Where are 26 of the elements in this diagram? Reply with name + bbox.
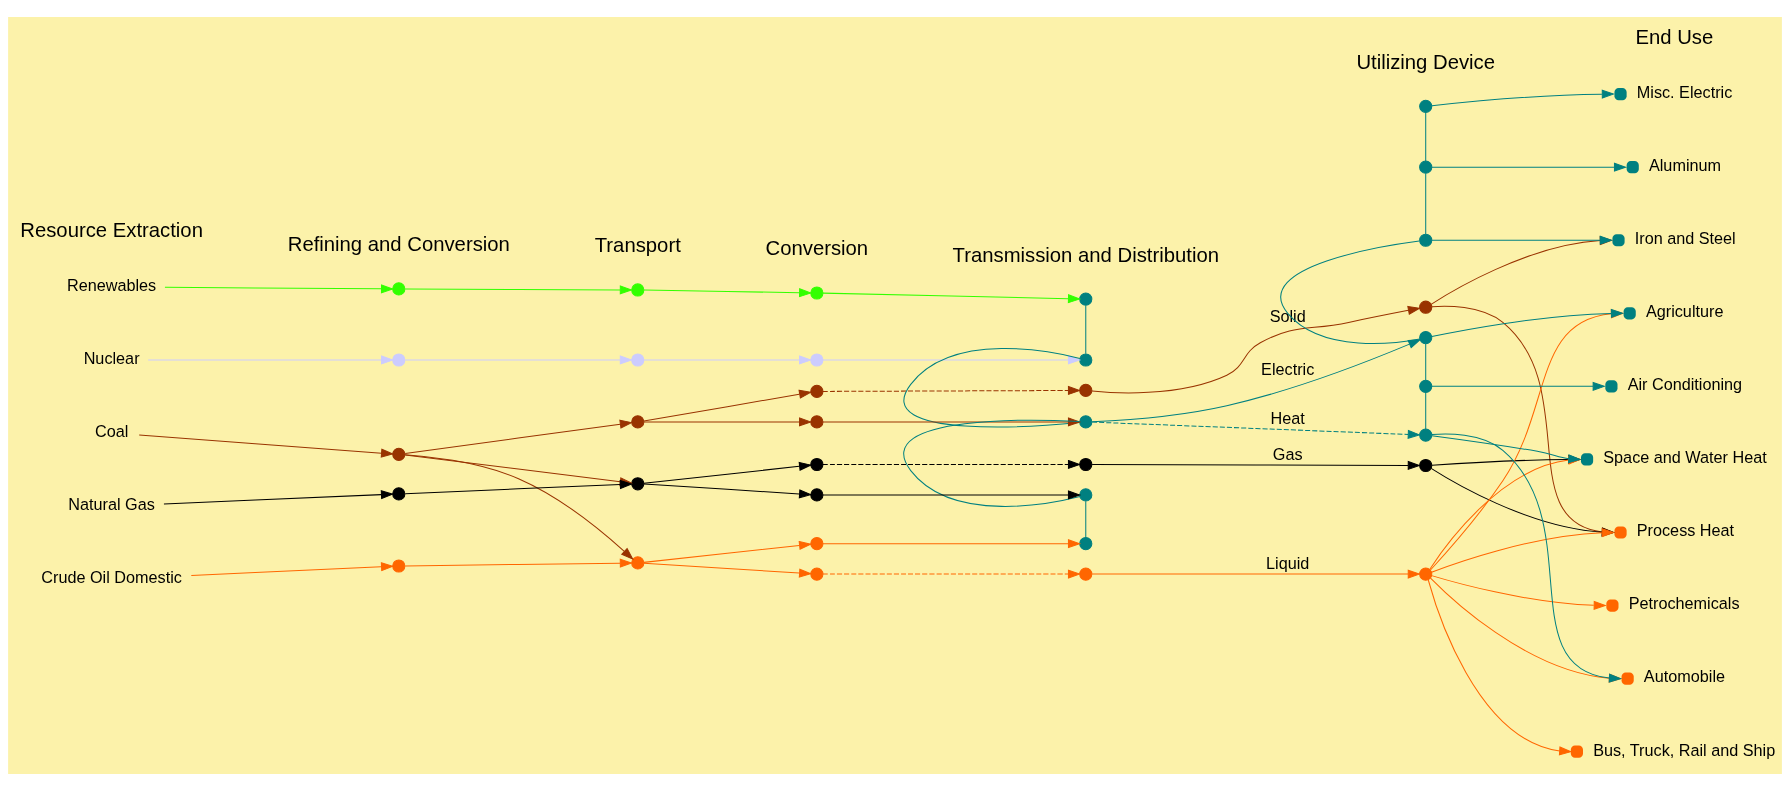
node-label: Automobile: [1643, 667, 1726, 686]
node-label: Air Conditioning: [1627, 375, 1743, 394]
node-label: Process Heat: [1636, 521, 1735, 540]
node-label: Iron and Steel: [1634, 229, 1736, 248]
node-label: Aluminum: [1648, 156, 1722, 175]
node-text: Nuclear: [83, 348, 140, 367]
node-label: Agriculture: [1645, 302, 1724, 321]
label: Utilizing Device: [1356, 50, 1496, 73]
label: End Use: [1635, 26, 1714, 49]
node-text: Natural Gas: [68, 494, 155, 513]
label: Transmission and Distribution: [952, 243, 1219, 266]
edge-label: Liquid: [1266, 553, 1310, 572]
label: Conversion: [765, 237, 869, 260]
node-label: Space and Water Heat: [1603, 448, 1767, 467]
node-label: Misc. Electric: [1636, 82, 1733, 101]
node-text: Renewables: [66, 275, 157, 294]
label: Transport: [594, 234, 681, 257]
node-label: Bus, Truck, Rail and Ship: [1593, 740, 1776, 759]
edge-label: Electric: [1261, 360, 1315, 378]
node-text: Crude Oil Domestic: [41, 568, 182, 587]
label: Resource Extraction: [20, 219, 203, 242]
edge-label: Heat: [1270, 408, 1305, 427]
node-text: Coal: [94, 421, 129, 440]
edge-label: Gas: [1272, 445, 1303, 464]
node-label: Petrochemicals: [1628, 594, 1740, 613]
label: Refining and Conversion: [287, 233, 510, 256]
